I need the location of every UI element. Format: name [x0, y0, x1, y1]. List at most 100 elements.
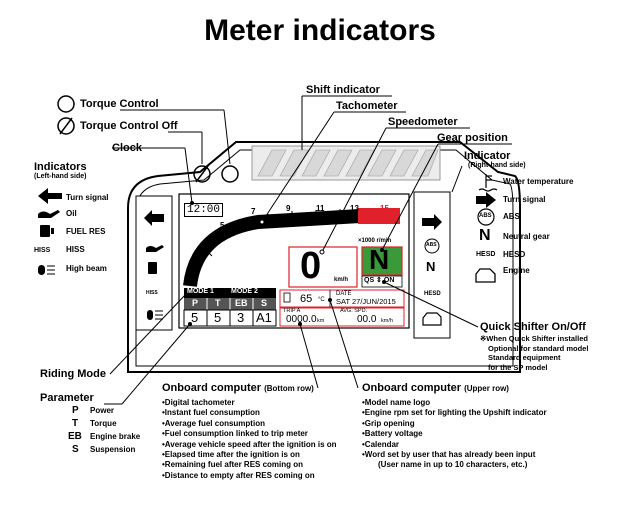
right-indicator-panel	[413, 191, 451, 339]
callout-parameter: Parameter	[40, 392, 94, 404]
param-header: T	[215, 298, 221, 308]
qs-box	[361, 275, 403, 288]
leader-lines	[104, 95, 512, 405]
shift-indicator-strip	[251, 145, 441, 181]
param-header: S	[261, 298, 268, 308]
tach-tick-label: 13	[350, 204, 359, 213]
onboard-bottom-title: Onboard computer (Bottom row)	[162, 382, 314, 394]
onboard-upper-title-text: Onboard computer	[362, 382, 462, 394]
abs-icon: ABS	[479, 213, 492, 219]
date-value: SAT 27/JUN/2015	[336, 297, 396, 306]
list-item: •Average fuel consumption	[162, 418, 265, 428]
temp-value: 65	[300, 293, 313, 305]
tach-tick-label: 7	[251, 207, 256, 216]
right-legend-water-temp: Water temperature	[503, 177, 574, 186]
param-header: P	[192, 298, 199, 308]
param-header: EB	[235, 298, 248, 308]
list-item: •Average vehicle speed after the ignitio…	[162, 439, 337, 449]
list-item: •Battery voltage	[362, 429, 423, 439]
list-item: •Fuel consumption linked to trip meter	[162, 429, 308, 439]
trip-value: 0000.0	[286, 314, 317, 325]
list-item: •Model name logo	[362, 398, 431, 407]
list-item: •Grip opening	[362, 418, 415, 428]
trip-unit: km	[317, 318, 325, 324]
mode-label-2: MODE 2	[231, 288, 258, 295]
onboard-bottom-subtitle: (Bottom row)	[264, 384, 314, 393]
list-item: •Elapsed time after the ignition is on	[162, 450, 300, 460]
callout-quick-shifter: Quick Shifter On/Off	[480, 321, 586, 333]
trip-label: TRIP A	[283, 308, 301, 314]
hiss-icon: HISS	[34, 247, 51, 254]
left-legend-fuel-res: FUEL RES	[66, 227, 106, 236]
list-item: •Distance to empty after RES coming on	[162, 470, 315, 480]
callout-shift-indicator: Shift indicator	[306, 84, 380, 96]
param-value: 3	[237, 310, 245, 325]
speed-value: 0	[300, 245, 322, 287]
param-code-p: P	[72, 405, 79, 416]
panel-hesd-icon: HESD	[424, 291, 441, 297]
param-value: 5	[191, 310, 199, 325]
param-value: 5	[214, 310, 222, 325]
qs-note: Standard equipment	[488, 353, 561, 362]
avg-unit: km/h	[381, 318, 393, 324]
right-legend-engine: Engine	[503, 266, 530, 275]
list-item: •Word set by user that has already been …	[362, 450, 536, 460]
onboard-upper-subtitle: (Upper row)	[464, 384, 509, 393]
panel-abs-icon: ABS	[426, 242, 437, 248]
left-panel-icons	[144, 210, 164, 320]
date-label: DATE	[336, 291, 352, 297]
callout-torque-control-off: Torque Control Off	[80, 120, 178, 132]
display-clock: 12:00	[184, 203, 224, 218]
quick-shifter-notes: ※When Quick Shifter installed Optional f…	[480, 334, 588, 372]
onboard-bottom-title-text: Onboard computer	[162, 382, 262, 394]
left-indicators-subtitle: (Left-hand side)	[34, 173, 87, 180]
tach-tick-label: 3	[200, 242, 205, 251]
param-code-eb: EB	[68, 431, 82, 442]
callout-riding-mode: Riding Mode	[40, 368, 106, 380]
tach-tick-label: 11	[316, 204, 325, 213]
right-indicator-title: Indicator	[464, 150, 511, 162]
onboard-upper-title: Onboard computer (Upper row)	[362, 382, 509, 394]
temp-unit: °C	[318, 297, 325, 303]
callout-torque-control: Torque Control	[80, 98, 159, 110]
avg-label: AVG. SPD.	[340, 308, 368, 314]
mode-label-1: MODE 1	[187, 288, 214, 295]
rpm-unit: ×1000 r/min	[358, 238, 392, 244]
param-code-t: T	[72, 418, 79, 429]
neutral-icon: N	[479, 227, 491, 244]
tach-redline	[358, 208, 400, 224]
mode-bar-bg	[184, 288, 276, 298]
left-legend-icons	[38, 188, 62, 275]
qs-note: Optional for standard model	[488, 343, 589, 353]
page-title: Meter indicators	[204, 14, 436, 47]
tach-tick-label: 5	[220, 221, 225, 230]
param-value: A1	[256, 310, 272, 325]
tc-legend-icons	[57, 95, 75, 135]
hesd-icon: HESD	[476, 251, 496, 258]
tc-icons	[193, 165, 239, 183]
bottom-row-box	[279, 307, 405, 327]
list-item: •Remaining fuel after RES coming on	[162, 460, 304, 470]
right-legend-icons	[475, 174, 498, 283]
param-label-power: Power	[90, 406, 115, 415]
callout-gear-position: Gear position	[437, 132, 508, 144]
callout-tachometer: Tachometer	[336, 100, 398, 112]
speed-unit: km/h	[334, 277, 349, 283]
list-item: •Calendar	[362, 439, 400, 449]
right-legend-hesd: HESD	[503, 250, 526, 259]
tach-tick-label: 9	[286, 204, 291, 213]
right-legend-turn-signal: Turn signal	[503, 195, 546, 204]
right-panel-icons	[422, 214, 442, 326]
left-legend-turn-signal: Turn signal	[66, 193, 109, 202]
right-legend-neutral: Neutral gear	[503, 232, 550, 241]
callout-speedometer: Speedometer	[388, 116, 458, 128]
qs-status: QS ⇕ ON	[364, 277, 395, 284]
gear-value: N	[369, 244, 390, 275]
right-indicator-subtitle: (Right-hand side)	[468, 162, 526, 169]
upper-row-box	[279, 289, 405, 308]
right-legend-abs: ABS	[503, 212, 520, 221]
param-label-suspension: Suspension	[90, 445, 136, 454]
tach-tick-marks	[207, 209, 341, 257]
